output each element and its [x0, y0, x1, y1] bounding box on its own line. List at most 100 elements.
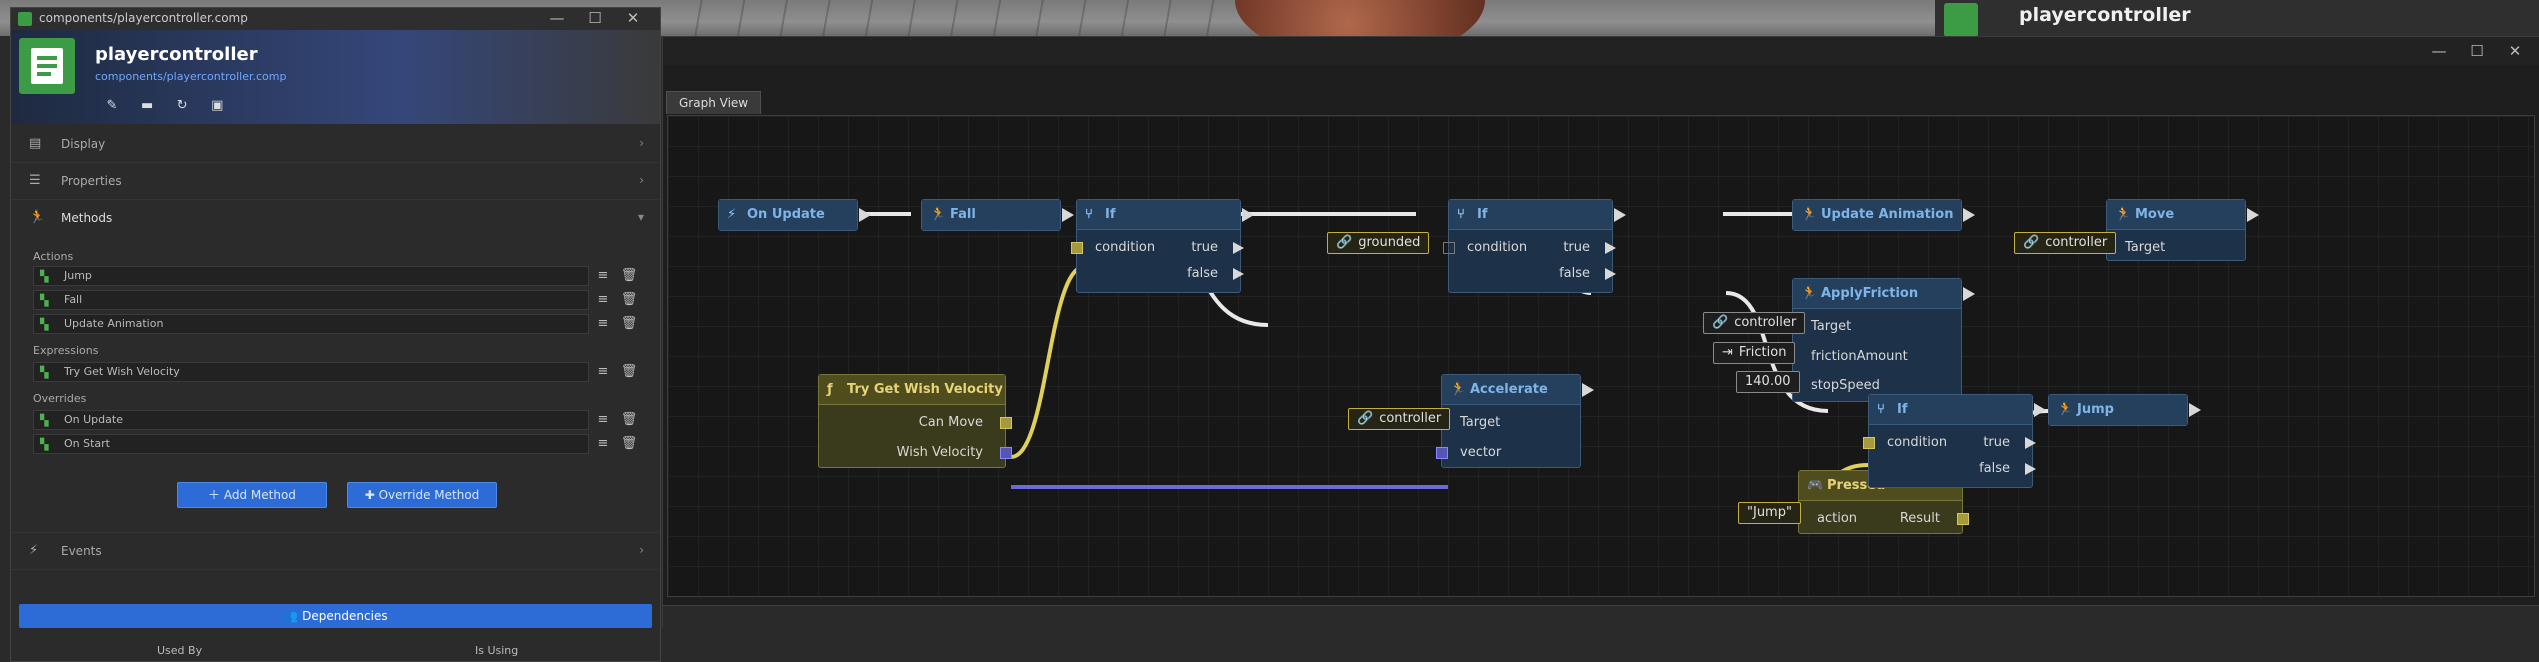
node-if[interactable]: ⑂If condition true false: [1071, 199, 1254, 293]
vector-in-pin[interactable]: [1436, 447, 1448, 459]
bool-out-pin[interactable]: [1957, 513, 1969, 525]
node-fall[interactable]: 🏃Fall: [921, 199, 1074, 231]
edit-icon[interactable]: ≡: [597, 268, 609, 283]
edit-icon[interactable]: ≡: [597, 412, 609, 427]
exec-out-pin[interactable]: [1963, 208, 1975, 222]
exec-out-pin[interactable]: [1963, 287, 1975, 301]
component-path-link[interactable]: components/playercontroller.comp: [95, 70, 287, 83]
bool-out-pin[interactable]: [1000, 417, 1012, 429]
component-file-icon: [18, 12, 32, 26]
method-row[interactable]: ▚Jump: [33, 266, 589, 286]
trash-icon[interactable]: 🗑: [620, 436, 638, 451]
node-move[interactable]: 🏃Move Target: [2101, 199, 2259, 261]
exec-out-pin[interactable]: [1062, 208, 1074, 222]
exec-true-pin[interactable]: [1605, 242, 1616, 254]
graph-wires: [861, 212, 2049, 515]
link-icon: 🔗: [1336, 235, 1353, 250]
override-method-button[interactable]: ✚ Override Method: [347, 482, 497, 508]
chevron-right-icon: ›: [639, 543, 644, 557]
save-icon[interactable]: ▣: [211, 98, 224, 113]
method-row[interactable]: ▚ Update Animation: [33, 314, 589, 334]
node-if[interactable]: ⑂If condition true false: [1443, 199, 1626, 293]
edit-icon[interactable]: ≡: [597, 436, 609, 451]
value-chip-action-string[interactable]: "Jump": [1738, 502, 1801, 524]
section-events[interactable]: ⚡ Events ›: [11, 532, 660, 570]
link-icon: 🔗: [1357, 411, 1374, 426]
button-label: Dependencies: [302, 609, 388, 623]
pin-row-target: Target: [1793, 317, 1961, 337]
exec-out-pin[interactable]: [1614, 208, 1626, 222]
component-inspector-panel: components/playercontroller.comp — ☐ ✕ p…: [10, 7, 661, 662]
method-icon: ▚: [40, 318, 49, 331]
group-label-overrides: Overrides: [33, 392, 87, 405]
method-row[interactable]: ▚Try Get Wish Velocity: [33, 362, 589, 382]
edit-icon[interactable]: ≡: [597, 364, 609, 379]
is-using-column-header[interactable]: Is Using: [475, 644, 519, 657]
method-label: Update Animation: [64, 317, 164, 330]
variable-chip-friction[interactable]: ⇥Friction: [1713, 342, 1796, 364]
exec-false-pin[interactable]: [2025, 463, 2036, 475]
refresh-icon[interactable]: ↻: [176, 98, 188, 113]
node-title: Fall: [950, 207, 976, 222]
value-chip-stop-speed[interactable]: 140.00: [1736, 371, 1800, 393]
exec-out-pin[interactable]: [859, 208, 871, 222]
edit-icon[interactable]: ≡: [597, 316, 609, 331]
inspector-header-peek: playercontroller: [1935, 0, 2539, 37]
section-display[interactable]: ▤ Display ›: [11, 126, 660, 163]
variable-chip-controller[interactable]: 🔗controller: [2014, 232, 2117, 254]
branch-icon: ⑂: [1877, 402, 1885, 417]
group-label-actions: Actions: [33, 250, 74, 263]
exec-out-pin[interactable]: [1242, 208, 1254, 222]
folder-icon[interactable]: ▬: [140, 98, 154, 113]
maximize-icon[interactable]: ☐: [588, 9, 602, 27]
gamepad-icon: 🎮: [1807, 478, 1824, 493]
exec-out-pin[interactable]: [1582, 383, 1594, 397]
exec-true-pin[interactable]: [1233, 242, 1244, 254]
bool-in-pin[interactable]: [1071, 242, 1083, 254]
node-if[interactable]: ⑂If condition true false: [1863, 394, 2046, 488]
node-accelerate[interactable]: 🏃Accelerate Target vector: [1436, 374, 1594, 468]
dependencies-button[interactable]: 👥 Dependencies: [19, 604, 652, 628]
method-row[interactable]: ▚On Update: [33, 410, 589, 430]
bool-in-pin[interactable]: [1443, 242, 1455, 254]
pencil-icon[interactable]: ✎: [106, 98, 118, 113]
trash-icon[interactable]: 🗑: [620, 364, 638, 379]
tab-graph-view[interactable]: Graph View: [666, 91, 762, 114]
minimize-icon[interactable]: —: [549, 9, 565, 27]
node-jump[interactable]: 🏃Jump: [2048, 394, 2201, 426]
exec-out-pin[interactable]: [2034, 403, 2046, 417]
trash-icon[interactable]: 🗑: [620, 316, 638, 331]
variable-chip-grounded[interactable]: 🔗grounded: [1327, 232, 1430, 254]
exec-true-pin[interactable]: [2025, 437, 2036, 449]
method-row[interactable]: ▚Fall: [33, 290, 589, 310]
method-row[interactable]: ▚On Start: [33, 434, 589, 454]
close-icon[interactable]: ✕: [2508, 42, 2522, 60]
used-by-column-header[interactable]: Used By: [157, 644, 203, 657]
trash-icon[interactable]: 🗑: [620, 268, 638, 283]
trash-icon[interactable]: 🗑: [620, 292, 638, 307]
exec-out-pin[interactable]: [2247, 208, 2259, 222]
bool-in-pin[interactable]: [1863, 437, 1875, 449]
chevron-right-icon: ›: [639, 173, 644, 187]
exec-false-pin[interactable]: [1233, 268, 1244, 280]
section-methods[interactable]: 🏃 Methods ▾: [11, 200, 660, 236]
add-method-button[interactable]: ＋ Add Method: [177, 482, 327, 508]
graph-canvas[interactable]: ⚡On Update 🏃Fall ⑂If condition true fals…: [667, 115, 2535, 597]
exec-false-pin[interactable]: [1605, 268, 1616, 280]
section-label: Properties: [61, 174, 122, 188]
exec-out-pin[interactable]: [2189, 403, 2201, 417]
edit-icon[interactable]: ≡: [597, 292, 609, 307]
variable-chip-controller[interactable]: 🔗controller: [1703, 312, 1806, 334]
maximize-icon[interactable]: ☐: [2470, 42, 2484, 60]
close-icon[interactable]: ✕: [626, 9, 640, 27]
vector-out-pin[interactable]: [1000, 447, 1012, 459]
node-update-animation[interactable]: 🏃Update Animation: [1792, 199, 1975, 231]
trash-icon[interactable]: 🗑: [620, 412, 638, 427]
node-on-update[interactable]: ⚡On Update: [718, 199, 871, 231]
section-properties[interactable]: ☰ Properties ›: [11, 163, 660, 200]
method-label: Try Get Wish Velocity: [64, 365, 180, 378]
node-apply-friction[interactable]: 🏃ApplyFriction Target frictionAmount sto…: [1792, 278, 1975, 402]
minimize-icon[interactable]: —: [2431, 42, 2447, 60]
variable-chip-controller[interactable]: 🔗controller: [1348, 408, 1451, 430]
